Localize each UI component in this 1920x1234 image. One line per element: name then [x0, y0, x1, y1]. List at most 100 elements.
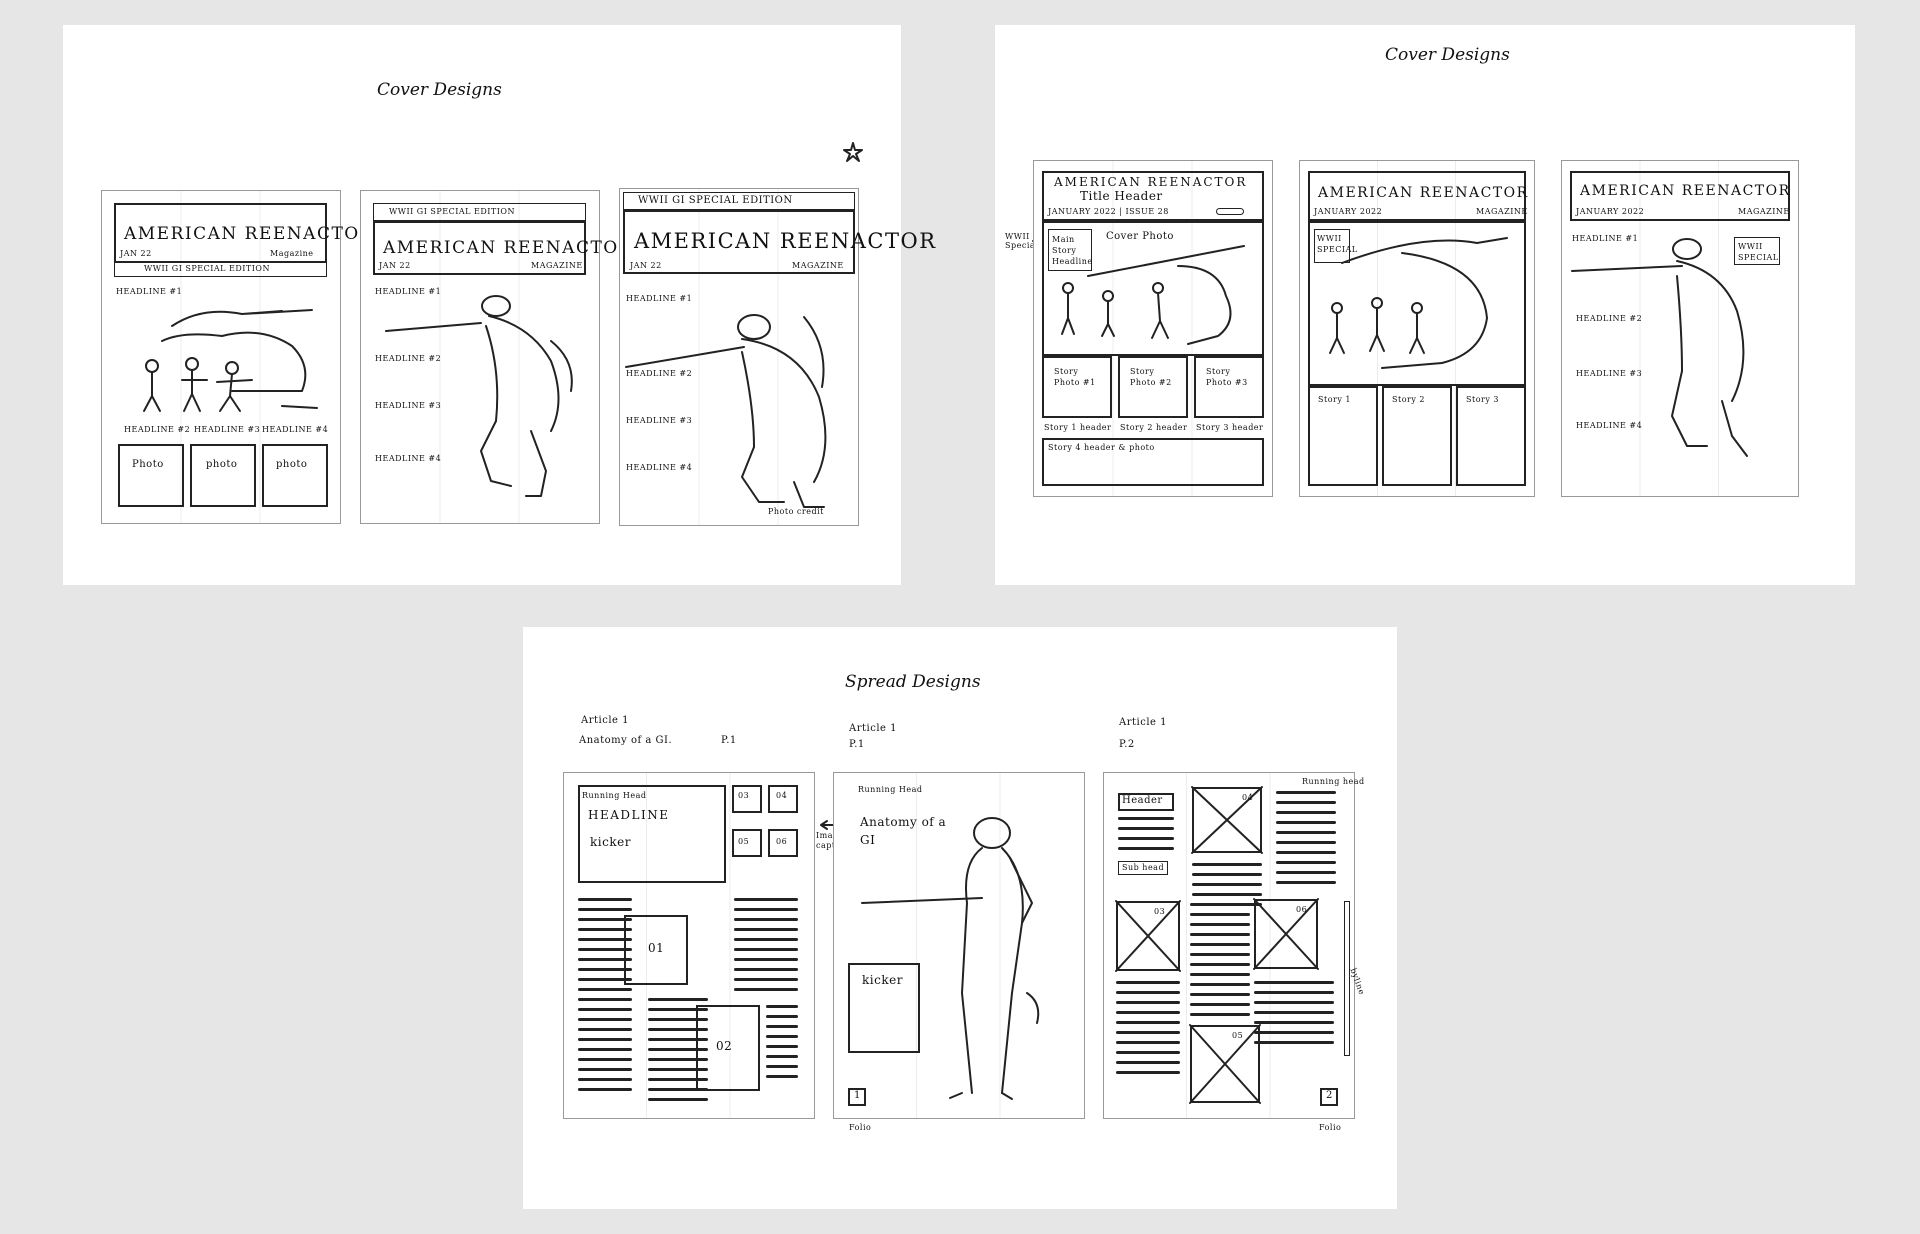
image-05-label: 05	[1232, 1031, 1244, 1040]
issue-date: JAN 22	[630, 261, 662, 270]
cover-designs-sheet-2: Cover Designs WWII Special AMERICAN REEN…	[995, 25, 1855, 585]
page-number-box	[1320, 1088, 1338, 1106]
photo-box-1	[118, 444, 184, 507]
kicker: kicker	[862, 973, 903, 987]
pill-icon	[1216, 208, 1244, 215]
masthead-box	[623, 210, 855, 274]
story-header-3: Story 3 header	[1196, 423, 1264, 432]
photo-label-3: photo	[276, 459, 308, 470]
story-photo-2: Story Photo #2	[1130, 367, 1172, 387]
thumb-06	[768, 829, 798, 857]
image-03-label: 03	[1154, 907, 1166, 916]
headline-1: HEADLINE #1	[1572, 234, 1639, 243]
masthead: AMERICAN REENACTOR	[634, 229, 937, 253]
image-04-label: 04	[1242, 793, 1254, 802]
masthead: AMERICAN REENACTOR	[383, 238, 634, 258]
thumb-03-label: 03	[738, 791, 750, 800]
magazine-label: MAGAZINE	[1738, 207, 1790, 216]
thumb-03	[732, 785, 762, 813]
headline-1: HEADLINE #1	[116, 287, 183, 296]
magazine-label: MAGAZINE	[792, 261, 844, 270]
issue-date: JAN 22	[379, 261, 411, 270]
cover-sketch-b: WWII GI SPECIAL EDITION AMERICAN REENACT…	[360, 190, 632, 524]
headline-2: HEADLINE #2	[124, 425, 191, 434]
headline-2: HEADLINE #2	[375, 354, 442, 363]
running-head: Running Head	[858, 785, 923, 794]
spread-page-1: Running Head HEADLINE kicker 03 04 05 06…	[563, 772, 815, 1119]
special-tag-box	[1314, 229, 1350, 263]
headline-3: HEADLINE #3	[1576, 369, 1643, 378]
byline-bar	[1344, 901, 1350, 1056]
image-06-placeholder-x	[1253, 898, 1319, 970]
sheet-title: Cover Designs	[1385, 45, 1510, 65]
magazine-label: MAGAZINE	[1476, 207, 1528, 216]
headline-2: HEADLINE #2	[1576, 314, 1643, 323]
magazine-label: Magazine	[270, 249, 314, 258]
kicker: kicker	[590, 835, 631, 849]
headline-3: HEADLINE #3	[626, 416, 693, 425]
cover-photo-sketch	[1329, 237, 1508, 369]
story-box-3	[1456, 386, 1526, 486]
body-text-col-1	[578, 898, 632, 1098]
image-03-placeholder-x	[1115, 900, 1181, 972]
cover-designs-sheet-1: Cover Designs AMERICAN REENACTOR JAN 22 …	[63, 25, 935, 585]
story-4-label: Story 4 header & photo	[1048, 443, 1155, 452]
story-photo-1: Story Photo #1	[1054, 367, 1096, 387]
photo-credit: Photo credit	[768, 507, 824, 516]
page-label: P.1	[721, 735, 737, 746]
header: Header	[1122, 795, 1163, 806]
article-subject: Anatomy of a GI.	[579, 735, 673, 746]
body-text-top-left	[1118, 817, 1174, 857]
cover-sketch-c: WWII GI SPECIAL EDITION AMERICAN REENACT…	[619, 188, 935, 526]
headline-3: HEADLINE #3	[194, 425, 261, 434]
story-photo-box-2	[1118, 356, 1188, 418]
sheet-title: Spread Designs	[845, 672, 981, 692]
headline-1: HEADLINE #1	[375, 287, 442, 296]
story-photo-box-1	[1042, 356, 1112, 418]
headline: HEADLINE	[588, 808, 670, 822]
body-text-col-3	[734, 898, 798, 998]
page-label: P.1	[849, 739, 865, 750]
headline-4: HEADLINE #4	[626, 463, 693, 472]
thumb-06-label: 06	[776, 837, 788, 846]
soldier-standing-sketch	[861, 817, 1040, 1100]
edition-label: WWII GI SPECIAL EDITION	[638, 195, 793, 206]
story-box-2	[1382, 386, 1452, 486]
cover-sketch-a: AMERICAN REENACTOR Title Header JANUARY …	[1033, 160, 1273, 497]
image-01	[624, 915, 688, 985]
story-photo-3: Story Photo #3	[1206, 367, 1248, 387]
image-02	[696, 1005, 760, 1091]
masthead: AMERICAN REENACTOR	[1054, 175, 1248, 189]
cover-sketch-c: AMERICAN REENACTOR JANUARY 2022 MAGAZINE…	[1561, 160, 1799, 497]
image-caption: Image caption	[816, 831, 849, 850]
story-photo-box-3	[1194, 356, 1264, 418]
magazine-label: MAGAZINE	[531, 261, 583, 270]
issue-date: JANUARY 2022	[1576, 207, 1645, 216]
thumb-05-label: 05	[738, 837, 750, 846]
image-03	[1116, 901, 1180, 971]
masthead-box	[114, 203, 327, 263]
issue-date: JANUARY 2022	[1314, 207, 1383, 216]
edition-label: WWII GI SPECIAL EDITION	[389, 207, 515, 216]
article-label: Article 1	[849, 723, 897, 734]
image-04-placeholder-x	[1191, 786, 1263, 854]
tank-and-soldiers-sketch	[143, 309, 318, 412]
subhead: Sub head	[1122, 863, 1165, 872]
kicker-box	[848, 963, 920, 1053]
story-4-box	[1042, 438, 1264, 486]
body-text-col-4	[766, 1005, 798, 1085]
main-story-label: Main Story Headline	[1052, 235, 1093, 266]
thumb-05	[732, 829, 762, 857]
edition-label: WWII GI SPECIAL EDITION	[144, 264, 270, 273]
soldier-with-rifle-sketch	[1571, 238, 1748, 457]
cover-photo-label: Cover Photo	[1106, 231, 1174, 242]
image-05-placeholder-x	[1189, 1024, 1261, 1104]
masthead-box	[1308, 171, 1526, 221]
story-1: Story 1	[1318, 395, 1351, 404]
cover-photo-sketch	[1061, 245, 1245, 345]
masthead: AMERICAN REENACTOR	[124, 224, 375, 244]
page-number: 2	[1326, 1090, 1333, 1101]
thumb-04-label: 04	[776, 791, 788, 800]
edition-banner	[373, 203, 586, 221]
page-number: 1	[854, 1090, 861, 1101]
